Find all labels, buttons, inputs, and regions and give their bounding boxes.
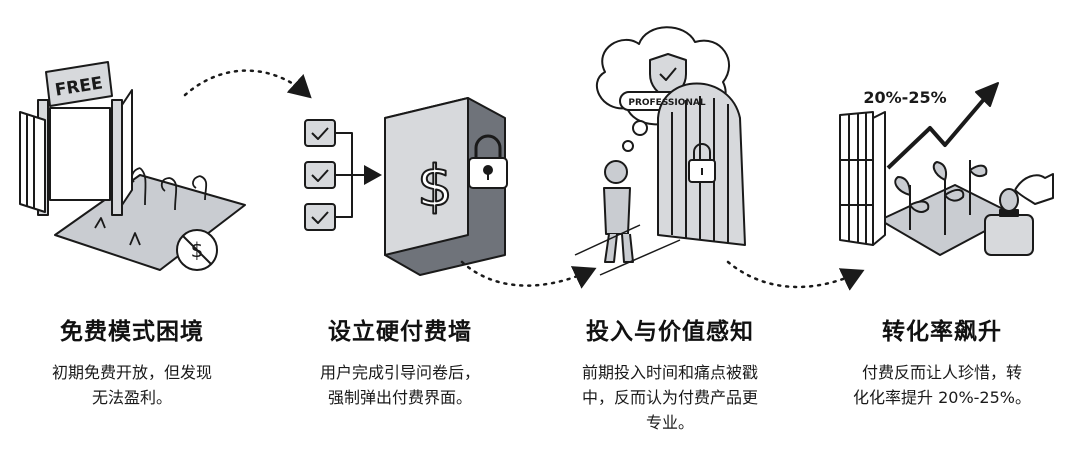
step-hard-paywall: 设立硬付费墙 用户完成引导问卷后，强制弹出付费界面。 [275,312,525,410]
step-value-perception: 投入与价值感知 前期投入时间和痛点被戳中，反而认为付费产品更专业。 [545,312,795,435]
professional-badge: PROFESSIONAL [628,98,706,108]
locked-door-icon [657,82,746,246]
no-dollar-icon: $ [176,229,218,271]
gate-icon [19,61,133,216]
step-title: 免费模式困境 [60,319,204,345]
step-conversion-surge: 转化率飙升 付费反而让人珍惜，转化化率提升 20%-25%。 [817,312,1067,410]
step-title: 转化率飙升 [882,319,1002,345]
step-title: 投入与价值感知 [586,319,754,345]
step-description: 用户完成引导问卷后，强制弹出付费界面。 [319,363,480,407]
flow-arrow-1 [183,69,312,99]
step-description: 前期投入时间和痛点被戳中，反而认为付费产品更专业。 [581,363,758,432]
dollar-lock-wall-icon: $ [384,97,508,276]
svg-text:$: $ [417,154,453,219]
healthy-plant-icon [894,160,988,235]
illustration-strip: $ FREE $ [19,26,1054,291]
step-description: 初期免费开放，但发现无法盈利。 [51,363,212,407]
flow-arrow-3 [726,260,865,291]
paywall-scene: $ [304,97,508,276]
growth-scene [839,82,1054,256]
step-free-dilemma: 免费模式困境 初期免费开放，但发现无法盈利。 [7,312,257,410]
checkbox-icon [304,119,382,231]
growth-label: 20%-25% [863,88,946,107]
svg-text:$: $ [191,238,204,262]
growth-arrow-icon [886,82,999,170]
step-description: 付费反而让人珍惜，转化化率提升 20%-25%。 [853,363,1031,407]
gate-icon [839,111,886,246]
value-scene [574,26,746,276]
free-gate-scene: $ [19,61,246,271]
coin-slot-icon [984,173,1054,256]
person-icon [603,160,634,263]
flow-arrow-2 [460,260,597,289]
wilted-plant-icon [94,167,208,246]
step-title: 设立硬付费墙 [328,319,472,345]
